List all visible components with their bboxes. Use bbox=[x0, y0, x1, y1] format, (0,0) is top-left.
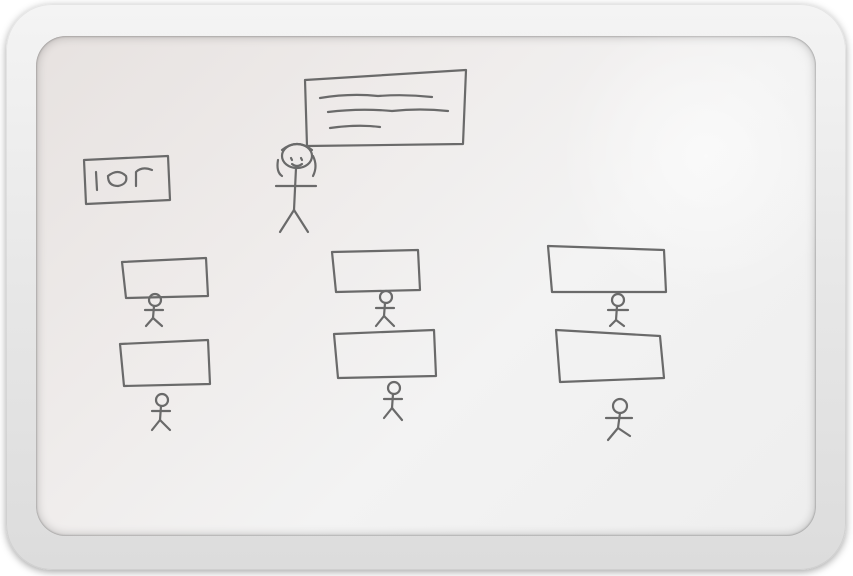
desk-middle-back bbox=[332, 328, 438, 380]
desk-middle-front bbox=[330, 248, 422, 294]
whiteboard-surface bbox=[36, 36, 816, 536]
student-right-front bbox=[606, 292, 630, 328]
student-middle-back bbox=[382, 380, 404, 422]
student-left-back bbox=[150, 392, 172, 432]
student-middle-front bbox=[374, 289, 396, 328]
teacher-figure bbox=[274, 142, 318, 234]
student-right-back bbox=[604, 397, 634, 442]
door-sketch bbox=[82, 154, 172, 206]
light-glare bbox=[556, 36, 816, 306]
projector-screen bbox=[303, 68, 468, 148]
desk-right-front bbox=[546, 244, 668, 294]
desk-left-back bbox=[118, 338, 212, 388]
desk-left-front bbox=[120, 256, 210, 300]
desk-right-back bbox=[554, 328, 666, 384]
student-left-front bbox=[143, 292, 165, 328]
